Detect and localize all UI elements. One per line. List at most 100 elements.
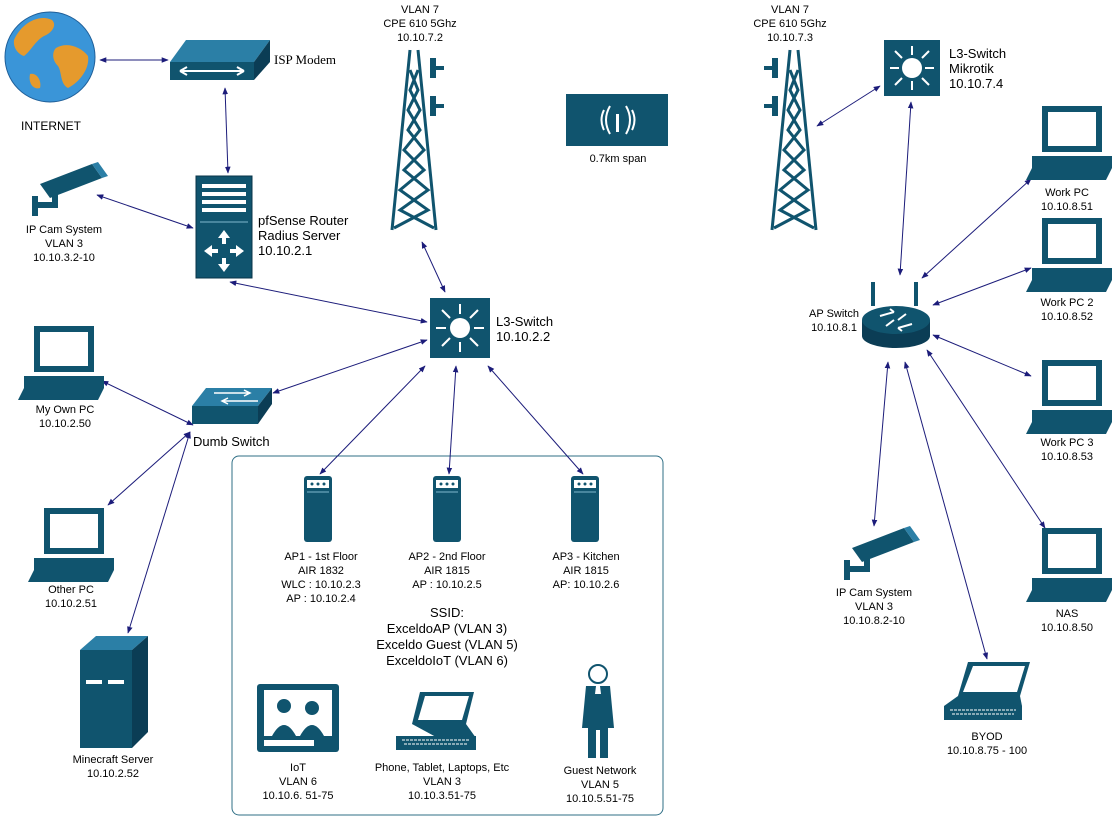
ap2-label-line: AP2 - 2nd Floor: [408, 551, 486, 563]
link-ipcam-pfsense: [96, 194, 194, 229]
l3-mikrotik-label-line: Mikrotik: [949, 61, 994, 76]
other-pc-label: Other PC 10.10.2.51: [16, 583, 126, 611]
ap3-label: AP3 - Kitchen AIR 1815 AP: 10.10.2.6: [526, 550, 646, 592]
pc-icon: [18, 326, 104, 400]
my-pc-label-line: My Own PC: [35, 404, 95, 416]
radio-tower-icon: [390, 49, 444, 231]
pc-icon: [1026, 218, 1112, 292]
link-mypc-dumbswitch: [101, 380, 194, 426]
link-dumbswitch-otherpc: [107, 431, 191, 506]
nas-label-line: 10.10.8.50: [1041, 622, 1093, 634]
radio-tower-icon: [764, 49, 818, 231]
l3-main-label-line: 10.10.2.2: [496, 329, 551, 344]
ap3-label-line: AP: 10.10.2.6: [552, 579, 620, 591]
ipcam1-label-line: IP Cam System: [25, 224, 103, 236]
nas-label-line: NAS: [1055, 608, 1079, 620]
router-server-icon: [195, 175, 253, 279]
tower2-label-line: CPE 610 5Ghz: [753, 18, 827, 30]
tower1-label: VLAN 7 CPE 610 5Ghz 10.10.7.2: [360, 3, 480, 45]
switch-icon: [192, 388, 272, 424]
work-pc2-label-line: 10.10.8.52: [1041, 311, 1093, 323]
link-apswitch-workpc3: [932, 334, 1032, 377]
work-pc3-label-line: 10.10.8.53: [1041, 451, 1093, 463]
link-tower2-mikrotik: [816, 85, 881, 127]
ap2-label: AP2 - 2nd Floor AIR 1815 AP : 10.10.2.5: [387, 550, 507, 592]
pc-icon: [28, 508, 114, 582]
link-tower1-l3: [421, 241, 446, 293]
work-pc3-label: Work PC 3 10.10.8.53: [1022, 436, 1112, 464]
other-pc-label-line: Other PC: [48, 584, 94, 596]
l3-main-label-line: L3-Switch: [496, 314, 554, 329]
link-apswitch-byod: [903, 361, 989, 660]
work-pc-label-line: 10.10.8.51: [1041, 201, 1093, 213]
ap1-label-line: AP1 - 1st Floor: [284, 551, 358, 563]
access-point-icon: [433, 476, 461, 542]
ap1-label: AP1 - 1st Floor AIR 1832 WLC : 10.10.2.3…: [261, 550, 381, 606]
ipcam2-label-line: IP Cam System: [835, 587, 913, 599]
ap3-label-line: AP3 - Kitchen: [552, 551, 620, 563]
minecraft-label: Minecraft Server 10.10.2.52: [58, 753, 168, 781]
ap-switch-label-line: AP Switch: [809, 308, 859, 320]
link-l3-dumbswitch: [272, 339, 428, 394]
l3-mikrotik-label-line: 10.10.7.4: [949, 76, 1004, 91]
minecraft-label-line: Minecraft Server: [72, 754, 154, 766]
ap1-label-line: WLC : 10.10.2.3: [281, 579, 361, 591]
isp-modem-label: ISP Modem: [274, 52, 336, 67]
ap2-label-line: AP : 10.10.2.5: [412, 579, 482, 591]
ssid-label-line: SSID:: [430, 605, 464, 620]
laptop-icon: [944, 662, 1030, 720]
link-l3-ap1: [319, 365, 426, 475]
ssid-label-line: ExceldoIoT (VLAN 6): [386, 653, 508, 668]
laptop-icon: [396, 692, 476, 750]
my-pc-label-line: 10.10.2.50: [39, 418, 91, 430]
ssid-label-line: Exceldo Guest (VLAN 5): [376, 637, 518, 652]
ipcam1-label: IP Cam System VLAN 3 10.10.3.2-10: [4, 223, 124, 265]
my-pc-label: My Own PC 10.10.2.50: [10, 403, 120, 431]
ipcam2-label: IP Cam System VLAN 3 10.10.8.2-10: [814, 586, 934, 628]
nas-label: NAS 10.10.8.50: [1022, 607, 1112, 635]
l3-mikrotik-label-line: L3-Switch: [949, 46, 1007, 61]
l3-switch-icon: [884, 40, 940, 96]
l3-main-label: L3-Switch 10.10.2.2: [496, 314, 553, 344]
phones-label-line: Phone, Tablet, Laptops, Etc: [374, 762, 510, 774]
ipcam2-label-line: 10.10.8.2-10: [843, 615, 905, 627]
internet-label: INTERNET: [21, 119, 81, 133]
pfsense-label: pfSense Router Radius Server 10.10.2.1: [258, 213, 348, 258]
ssid-label-line: ExceldoAP (VLAN 3): [386, 621, 508, 636]
iot-label: IoT VLAN 6 10.10.6. 51-75: [238, 761, 358, 803]
work-pc2-label-line: Work PC 2: [1040, 297, 1094, 309]
pfsense-label-line: 10.10.2.1: [258, 243, 313, 258]
l3-switch-icon: [430, 298, 490, 358]
ipcam1-label-line: VLAN 3: [45, 238, 83, 250]
tower2-label-line: 10.10.7.3: [767, 32, 813, 44]
ap-switch-label: AP Switch 10.10.8.1: [796, 307, 872, 335]
phones-label-line: VLAN 3: [423, 776, 461, 788]
work-pc2-label: Work PC 2 10.10.8.52: [1022, 296, 1112, 324]
ap1-label-line: AIR 1832: [298, 565, 344, 577]
ipcam1-label-line: 10.10.3.2-10: [33, 252, 95, 264]
pfsense-label-line: pfSense Router: [258, 213, 349, 228]
iot-label-line: VLAN 6: [279, 776, 317, 788]
byod-label: BYOD 10.10.8.75 - 100: [927, 730, 1047, 758]
ap1-label-line: AP : 10.10.2.4: [286, 593, 356, 605]
work-pc3-label-line: Work PC 3: [1040, 437, 1094, 449]
tower1-label-line: CPE 610 5Ghz: [383, 18, 457, 30]
link-mikrotik-apswitch: [897, 101, 914, 276]
pc-icon: [1026, 528, 1112, 602]
person-icon: [582, 664, 614, 758]
dumb-switch-label: Dumb Switch: [193, 434, 270, 449]
server-tower-icon: [80, 636, 148, 748]
link-pfsense-l3: [229, 280, 428, 324]
work-pc-label-line: Work PC: [1045, 187, 1089, 199]
guest-label: Guest Network VLAN 5 10.10.5.51-75: [540, 764, 660, 806]
l3-mikrotik-label: L3-Switch Mikrotik 10.10.7.4: [949, 46, 1006, 91]
modem-icon: [170, 40, 270, 80]
work-pc-label: Work PC 10.10.8.51: [1022, 186, 1112, 214]
ap2-label-line: AIR 1815: [424, 565, 470, 577]
link-apswitch-workpc: [921, 178, 1032, 279]
phones-label: Phone, Tablet, Laptops, Etc VLAN 3 10.10…: [362, 761, 522, 803]
tower2-label-line: VLAN 7: [771, 4, 809, 16]
minecraft-label-line: 10.10.2.52: [87, 768, 139, 780]
ssid-label: SSID: ExceldoAP (VLAN 3) Exceldo Guest (…: [357, 605, 537, 669]
